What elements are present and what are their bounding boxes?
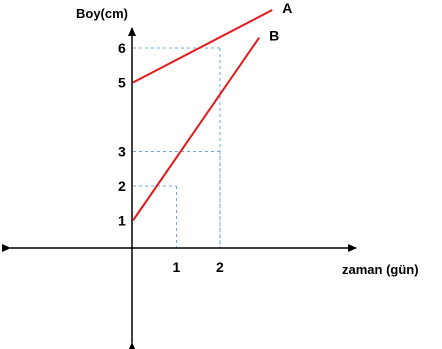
series-label-a: A — [282, 0, 292, 16]
series-line-b — [132, 37, 260, 222]
y-tick-label: 6 — [118, 40, 126, 56]
y-tick-label: 3 — [118, 144, 126, 160]
y-tick-label: 5 — [118, 75, 126, 91]
series-line-a — [132, 9, 273, 84]
y-axis-title: Boy(cm) — [76, 6, 128, 21]
guide-lines — [133, 47, 221, 248]
x-tick-label: 2 — [216, 259, 224, 275]
tick-labels: 1 2 3 5 6 1 2 — [118, 40, 224, 275]
x-tick-label: 1 — [173, 259, 181, 275]
y-tick-label: 1 — [118, 213, 126, 229]
series-lines: AB — [132, 0, 292, 222]
series-label-b: B — [269, 28, 279, 44]
y-tick-label: 2 — [118, 178, 126, 194]
x-axis-title: zaman (gün) — [342, 262, 419, 277]
